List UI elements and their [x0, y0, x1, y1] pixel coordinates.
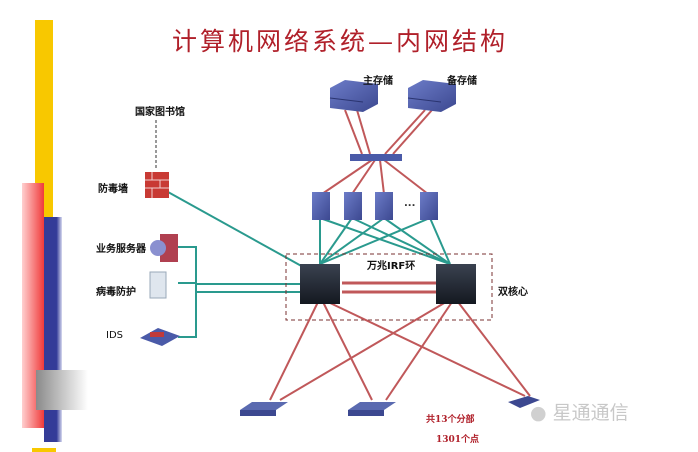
server-icon: [344, 192, 362, 220]
server-group: [312, 192, 438, 220]
link-backup-storage-2: [392, 109, 433, 155]
link-main-storage-1: [344, 109, 363, 155]
link-server4-core-left: [319, 217, 431, 265]
link-core-left-access-3: [327, 301, 526, 397]
server-core-links: [319, 217, 451, 265]
decor-bar-gray: [36, 370, 88, 410]
link-core-left-access-2: [322, 301, 373, 401]
firewall-icon: [145, 172, 169, 198]
firewall-label: 防毒墙: [98, 184, 128, 195]
access-switch-icon: [240, 402, 288, 410]
link-core-left-access-1: [269, 301, 319, 401]
business-server-icon: [150, 234, 178, 262]
link-server3-core-right: [383, 217, 451, 265]
decor-bar-yellow: [35, 20, 53, 220]
server-icon: [420, 192, 438, 220]
link-server2-core-right: [351, 217, 451, 265]
switch-server-links: [321, 159, 429, 195]
link-main-storage-2: [356, 109, 371, 155]
server-icon: [312, 192, 330, 220]
page-title: 计算机网络系统—内网结构: [172, 27, 509, 56]
core-access-links: [269, 301, 531, 401]
main-storage-label: 主存储: [363, 76, 393, 87]
link-switch-server-4: [383, 159, 429, 195]
antivirus-label: 病毒防护: [96, 287, 136, 298]
link-core-right-access-2: [385, 301, 453, 401]
server-ellipsis: ...: [404, 198, 416, 209]
access-switch-icon: [348, 402, 396, 410]
irf-ring-links: [342, 281, 436, 294]
ids-label: IDS: [106, 330, 123, 341]
access-switch-base: [348, 410, 384, 416]
link-switch-server-1: [321, 159, 373, 195]
wechat-icon: ●: [530, 402, 547, 424]
business-server-label: 业务服务器: [96, 244, 146, 255]
watermark: ● 星通通信: [530, 398, 629, 425]
edge-device-links: [167, 191, 306, 338]
storage-links: [344, 109, 433, 155]
server-icon: [375, 192, 393, 220]
irf-ring-label: 万兆IRF环: [367, 261, 416, 272]
link-core-right-access-1: [279, 301, 447, 401]
core-switch-right-icon: [436, 264, 476, 304]
link-device-bus: [178, 246, 197, 338]
link-core-right-access-3: [457, 301, 531, 397]
dual-core-boundary: [285, 253, 493, 321]
link-switch-server-3: [379, 159, 385, 195]
branch-count-note: 共13个分部: [426, 415, 475, 425]
access-switch-base: [240, 410, 276, 416]
decor-bar-red: [22, 183, 44, 428]
link-backup-storage-1: [384, 109, 426, 155]
access-switch-icon: [508, 396, 540, 408]
backup-storage-label: 备存储: [447, 76, 477, 87]
link-server4-core-right: [429, 217, 451, 265]
link-firewall-core: [167, 191, 306, 269]
watermark-text: 星通通信: [552, 402, 629, 424]
link-server2-core-left: [319, 217, 353, 265]
link-server3-core-left: [319, 217, 385, 265]
core-switch-left-icon: [300, 264, 340, 304]
aggregation-switch-icon: [350, 154, 402, 161]
main-storage-icon: [329, 80, 378, 112]
backup-storage-icon: [407, 80, 456, 112]
link-server1-core-right: [319, 217, 451, 265]
node-count-note: 1301个点: [436, 435, 480, 445]
decor-bar-yellow-bottom: [32, 448, 56, 452]
dual-core-label: 双核心: [498, 287, 528, 298]
antivirus-appliance-icon: [149, 271, 167, 299]
ids-icon: [140, 328, 180, 346]
link-switch-server-2: [351, 159, 376, 195]
national-library-label: 国家图书馆: [135, 107, 185, 118]
